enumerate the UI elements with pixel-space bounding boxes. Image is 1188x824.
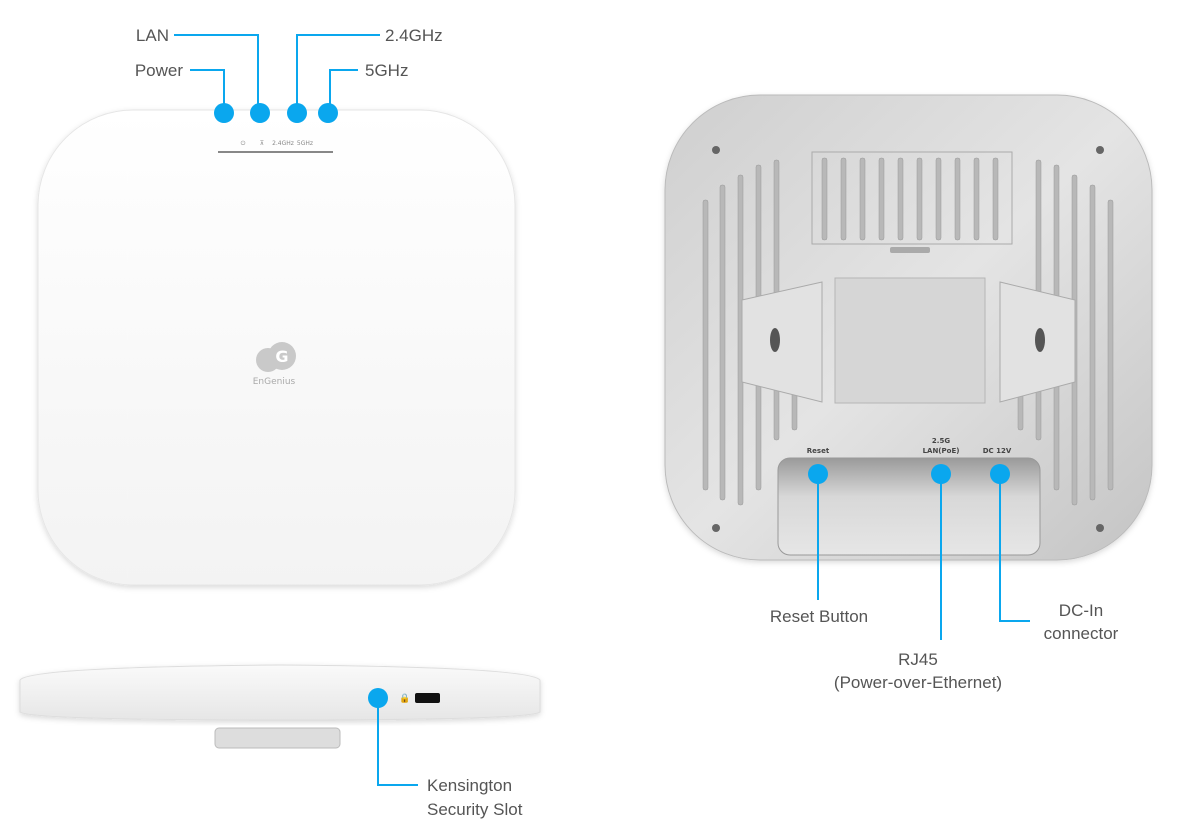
led-bar bbox=[218, 151, 333, 153]
5ghz-label: 5GHz bbox=[365, 61, 408, 80]
rj45-label-line2: (Power-over-Ethernet) bbox=[834, 673, 1002, 692]
lan-label: LAN bbox=[136, 26, 169, 45]
power-marker bbox=[214, 103, 234, 123]
logo-text: EnGenius bbox=[253, 377, 296, 387]
kensington-label-line1: Kensington bbox=[427, 776, 512, 795]
power-led-icon: ⏻ bbox=[241, 140, 246, 147]
screw-holes bbox=[712, 146, 1104, 532]
kensington-marker bbox=[368, 688, 388, 708]
led-label-24ghz: 2.4GHz bbox=[272, 140, 294, 147]
vent-slot bbox=[973, 157, 980, 241]
vent-tab bbox=[890, 247, 930, 253]
24ghz-marker bbox=[287, 103, 307, 123]
24ghz-callout-line bbox=[296, 34, 380, 112]
svg-text:G: G bbox=[275, 347, 288, 366]
lan-led-icon: ⊼ bbox=[260, 140, 264, 147]
lan-callout-line bbox=[174, 34, 259, 112]
lan-marker bbox=[250, 103, 270, 123]
dc-marker bbox=[990, 464, 1010, 484]
vent-slot bbox=[954, 157, 961, 241]
reset-marker bbox=[808, 464, 828, 484]
power-label: Power bbox=[135, 61, 184, 80]
vent-slot bbox=[1107, 199, 1114, 491]
mount-clip-left bbox=[741, 281, 823, 403]
lan-speed-label: 2.5G bbox=[932, 437, 950, 445]
port-recess bbox=[777, 457, 1041, 556]
engenius-logo: G EnGenius bbox=[253, 342, 296, 387]
label-plate bbox=[834, 277, 986, 404]
dc-callout-line bbox=[999, 474, 1030, 622]
mount-bracket bbox=[214, 727, 341, 749]
vent-slot bbox=[702, 199, 709, 491]
vent-slot bbox=[878, 157, 885, 241]
front-view: ⏻ ⊼ 2.4GHz 5GHz G EnGenius Power LAN 2.4… bbox=[37, 26, 516, 586]
vent-slot bbox=[916, 157, 923, 241]
top-vent-frame bbox=[811, 151, 1013, 245]
back-view: Reset 2.5G LAN(PoE) DC 12V Reset Button … bbox=[664, 94, 1153, 692]
vent-slot bbox=[840, 157, 847, 241]
rj45-marker bbox=[931, 464, 951, 484]
dc-label-line1: DC-In bbox=[1059, 601, 1103, 620]
reset-button-label: Reset Button bbox=[770, 607, 868, 626]
vent-slot bbox=[859, 157, 866, 241]
mount-clip-right bbox=[999, 281, 1076, 403]
kensington-slot bbox=[415, 693, 440, 703]
side-view: 🔒 Kensington Security Slot bbox=[19, 664, 541, 819]
vent-slot bbox=[1089, 184, 1096, 501]
kensington-callout-line bbox=[377, 698, 418, 786]
24ghz-label: 2.4GHz bbox=[385, 26, 443, 45]
vent-slot bbox=[935, 157, 942, 241]
5ghz-callout-line bbox=[329, 69, 358, 112]
vent-slot bbox=[821, 157, 828, 241]
reset-port-label: Reset bbox=[807, 447, 830, 455]
ap-side-body bbox=[19, 664, 541, 721]
kensington-label-line2: Security Slot bbox=[427, 800, 523, 819]
vent-slot bbox=[992, 157, 999, 241]
lan-port-label: LAN(PoE) bbox=[923, 447, 960, 455]
led-label-5ghz: 5GHz bbox=[297, 140, 313, 147]
vent-slot bbox=[897, 157, 904, 241]
lock-icon: 🔒 bbox=[399, 693, 410, 703]
rj45-label-line1: RJ45 bbox=[898, 650, 938, 669]
dc-label-line2: connector bbox=[1044, 624, 1119, 643]
dc-port-label: DC 12V bbox=[983, 447, 1012, 455]
power-callout-line bbox=[190, 69, 225, 112]
5ghz-marker bbox=[318, 103, 338, 123]
led-panel: ⏻ ⊼ 2.4GHz 5GHz bbox=[218, 140, 333, 153]
vent-slot bbox=[719, 184, 726, 501]
